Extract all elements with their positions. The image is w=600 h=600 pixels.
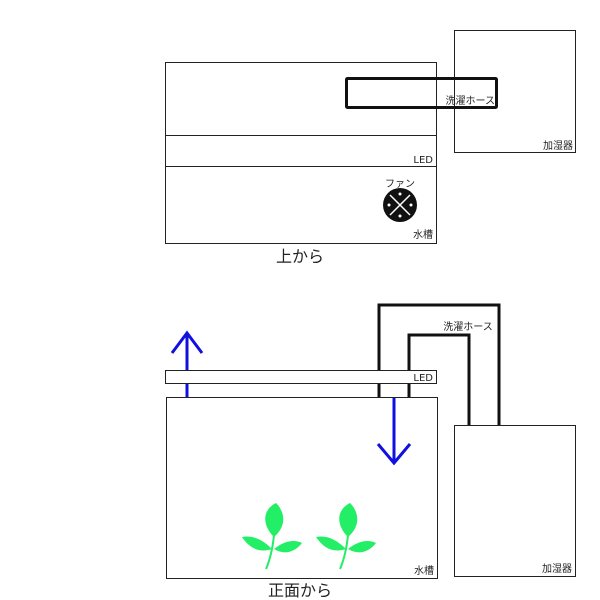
top-humidifier xyxy=(454,30,576,153)
front-hose-label: 洗濯ホース xyxy=(443,321,493,333)
top-fan-label: ファン xyxy=(385,179,415,190)
front-view-caption: 正面から xyxy=(268,581,332,600)
front-humidifier-label: 加湿器 xyxy=(542,563,572,575)
top-tank-label: 水槽 xyxy=(413,228,433,241)
arrow-down-icon xyxy=(376,398,412,466)
top-view-caption: 上から xyxy=(276,247,324,266)
top-hose xyxy=(345,77,498,109)
front-led-bar xyxy=(165,370,437,384)
front-tank xyxy=(166,397,438,579)
arrow-up-icon xyxy=(170,330,204,397)
top-view: 洗濯ホース 加湿器 LED ファン 水槽 上から xyxy=(165,30,576,266)
front-hose-outer xyxy=(377,303,501,425)
top-humidifier-label: 加湿器 xyxy=(543,140,573,152)
front-led-label: LED xyxy=(413,373,433,384)
front-tank-label: 水槽 xyxy=(414,564,434,577)
plant-icon xyxy=(242,503,302,570)
front-hose-inner xyxy=(407,333,471,425)
front-view: LED 洗濯ホース 水槽 加湿器 正面から xyxy=(165,303,576,600)
front-humidifier xyxy=(454,425,576,577)
top-led-label: LED xyxy=(413,155,433,166)
plant-icon xyxy=(316,503,376,570)
fan-icon xyxy=(383,188,417,222)
top-hose-label: 洗濯ホース xyxy=(446,95,496,107)
top-led-bar xyxy=(165,135,437,167)
